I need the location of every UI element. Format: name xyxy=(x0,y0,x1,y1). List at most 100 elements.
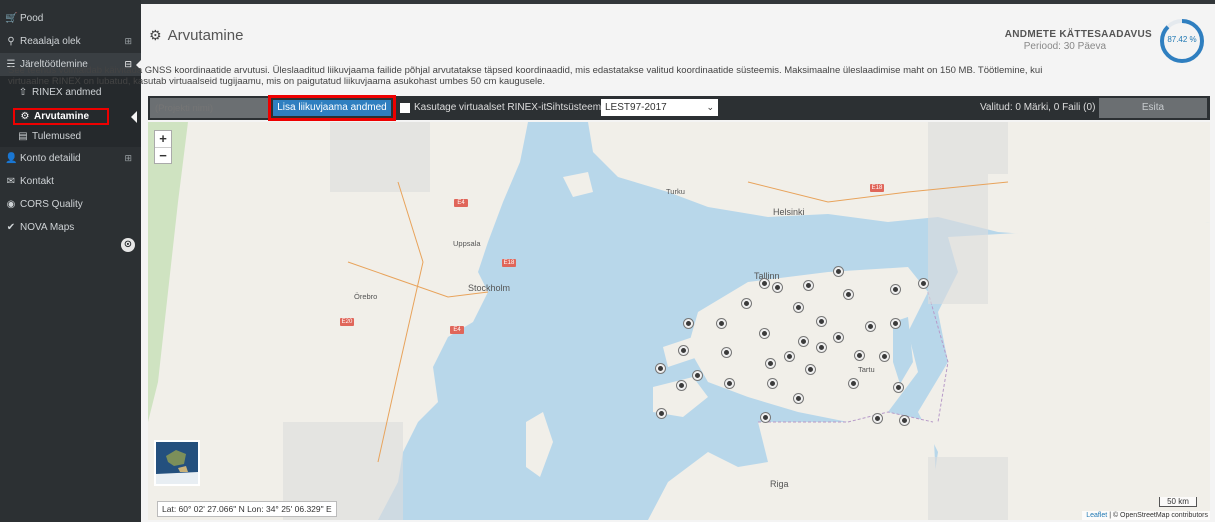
gnss-station-marker[interactable] xyxy=(834,333,843,342)
gnss-station-marker[interactable] xyxy=(806,365,815,374)
road-sign: E4 xyxy=(454,199,468,207)
chevron-down-icon: ⌄ xyxy=(706,102,714,112)
gnss-station-marker[interactable] xyxy=(894,383,903,392)
sidebar-item-reaalaja-olek[interactable]: ⚲ Reaalaja olek ⊞ xyxy=(0,30,141,53)
sidebar-item-label: CORS Quality xyxy=(20,199,83,210)
sidebar-item-label: Pood xyxy=(20,13,44,24)
gnss-station-marker[interactable] xyxy=(693,371,702,380)
sidebar-item-nova-maps[interactable]: ✔NOVA Maps xyxy=(0,216,141,239)
gnss-station-marker[interactable] xyxy=(844,290,853,299)
gnss-station-marker[interactable] xyxy=(817,343,826,352)
sidebar-item-kontakt[interactable]: ✉Kontakt xyxy=(0,170,141,193)
gnss-station-marker[interactable] xyxy=(773,283,782,292)
sidebar-subitem-rinex-andmed[interactable]: ⇧ RINEX andmed xyxy=(13,76,141,106)
virtual-rinex-checkbox[interactable] xyxy=(400,103,410,113)
gnss-station-marker[interactable] xyxy=(855,351,864,360)
availability-title: ANDMETE KÄTTESAADAVUS xyxy=(1004,29,1152,40)
layer-switch-thumbnail[interactable] xyxy=(154,440,200,486)
gnss-station-marker[interactable] xyxy=(799,337,808,346)
sidebar-subitem-label: Arvutamine xyxy=(34,111,90,122)
road-sign: E20 xyxy=(340,318,354,326)
sidebar: 🛒Pood ⚲ Reaalaja olek ⊞ ☰Järeltöötlemine … xyxy=(0,0,142,522)
gear-icon: ⚙ xyxy=(20,111,30,122)
gnss-station-marker[interactable] xyxy=(760,329,769,338)
collapse-section-icon[interactable]: ⊟ xyxy=(124,59,132,69)
sidebar-item-konto-detailid[interactable]: 👤Konto detailid ⊞ xyxy=(0,147,141,170)
sidebar-item-label: Reaalaja olek xyxy=(20,36,81,47)
gnss-station-marker[interactable] xyxy=(794,303,803,312)
gnss-station-marker[interactable] xyxy=(891,319,900,328)
sidebar-subitem-tulemused[interactable]: ▤Tulemused xyxy=(13,127,141,147)
map-label-stockholm: Stockholm xyxy=(468,283,511,293)
road-sign: E18 xyxy=(870,184,884,192)
gnss-station-marker[interactable] xyxy=(817,317,826,326)
sidebar-item-pood[interactable]: 🛒Pood xyxy=(0,7,141,30)
gnss-station-marker[interactable] xyxy=(873,414,882,423)
gnss-station-marker[interactable] xyxy=(891,285,900,294)
target-system-select[interactable]: LEST97-2017 ⌄ xyxy=(601,99,718,116)
leaflet-link[interactable]: Leaflet xyxy=(1086,512,1108,519)
gnss-station-marker[interactable] xyxy=(760,279,769,288)
expand-icon[interactable]: ⊞ xyxy=(124,153,132,163)
project-name-input[interactable] xyxy=(150,98,270,118)
gnss-station-marker[interactable] xyxy=(900,416,909,425)
availability-gauge xyxy=(1160,19,1204,63)
gnss-station-marker[interactable] xyxy=(866,322,875,331)
map-label-riga: Riga xyxy=(770,479,789,489)
availability-period: Periood: 30 Päeva xyxy=(1023,41,1106,52)
zoom-out-button[interactable]: − xyxy=(155,147,171,163)
gnss-station-marker[interactable] xyxy=(794,394,803,403)
gnss-station-marker[interactable] xyxy=(725,379,734,388)
toolbar: Lisa liikuvjaama andmed Kasutage virtuaa… xyxy=(148,95,1210,121)
cursor-coordinates: Lat: 60° 02' 27.066" N Lon: 34° 25' 06.3… xyxy=(157,501,337,517)
map-label-orebro: Örebro xyxy=(354,292,378,301)
gnss-station-marker[interactable] xyxy=(766,359,775,368)
page-title-text: Arvutamine xyxy=(167,27,244,44)
map-label-tallinn: Tallinn xyxy=(754,271,780,281)
gnss-station-marker[interactable] xyxy=(684,319,693,328)
sidebar-item-cors-quality[interactable]: ◉CORS Quality xyxy=(0,193,141,216)
add-rover-data-button[interactable]: Lisa liikuvjaama andmed xyxy=(273,100,391,116)
page-title: ⚙Arvutamine xyxy=(149,27,243,44)
gnss-station-marker[interactable] xyxy=(768,379,777,388)
gnss-station-marker[interactable] xyxy=(761,413,770,422)
map-label-tartu: Tartu xyxy=(858,365,875,374)
sidebar-collapse-icon[interactable]: ⊙ xyxy=(121,238,135,252)
gnss-station-marker[interactable] xyxy=(880,352,889,361)
check-icon: ✔ xyxy=(6,222,16,233)
gnss-station-marker[interactable] xyxy=(785,352,794,361)
gnss-station-marker[interactable] xyxy=(657,409,666,418)
map-label-helsinki: Helsinki xyxy=(773,207,805,217)
map-label-turku: Turku xyxy=(666,187,685,196)
gnss-station-marker[interactable] xyxy=(679,346,688,355)
map-view[interactable]: Helsinki Tallinn Stockholm Riga Uppsala … xyxy=(148,122,1210,520)
satellite-globe-icon xyxy=(156,442,198,484)
upload-icon: ⇧ xyxy=(18,87,28,98)
target-system-value: LEST97-2017 xyxy=(605,102,667,113)
map-label-uppsala: Uppsala xyxy=(453,239,481,248)
gnss-station-marker[interactable] xyxy=(919,279,928,288)
osm-attribution: | © OpenStreetMap contributors xyxy=(1109,512,1208,519)
sidebar-subitem-arvutamine[interactable]: ⚙ Arvutamine xyxy=(13,108,137,125)
gnss-station-marker[interactable] xyxy=(742,299,751,308)
gnss-station-marker[interactable] xyxy=(677,381,686,390)
cart-icon: 🛒 xyxy=(5,13,18,24)
road-sign: E4 xyxy=(450,326,464,334)
submit-button[interactable]: Esita xyxy=(1099,98,1207,118)
gnss-station-marker[interactable] xyxy=(834,267,843,276)
location-icon: ⚲ xyxy=(7,36,15,47)
gnss-station-marker[interactable] xyxy=(722,348,731,357)
layers-icon: ☰ xyxy=(6,59,16,70)
gnss-station-marker[interactable] xyxy=(804,281,813,290)
zoom-in-button[interactable]: + xyxy=(159,131,167,146)
sidebar-subitem-label: RINEX andmed xyxy=(32,87,102,98)
highlight-frame: Lisa liikuvjaama andmed xyxy=(268,95,396,121)
expand-icon[interactable]: ⊞ xyxy=(124,36,132,46)
map-base-layer xyxy=(148,122,1210,520)
contact-icon: ✉ xyxy=(6,176,16,187)
sidebar-item-label: Konto detailid xyxy=(20,153,81,164)
gnss-station-marker[interactable] xyxy=(849,379,858,388)
sidebar-item-jareltootlemine[interactable]: ☰Järeltöötlemine ⊟ xyxy=(0,53,142,76)
gnss-station-marker[interactable] xyxy=(717,319,726,328)
gnss-station-marker[interactable] xyxy=(656,364,665,373)
